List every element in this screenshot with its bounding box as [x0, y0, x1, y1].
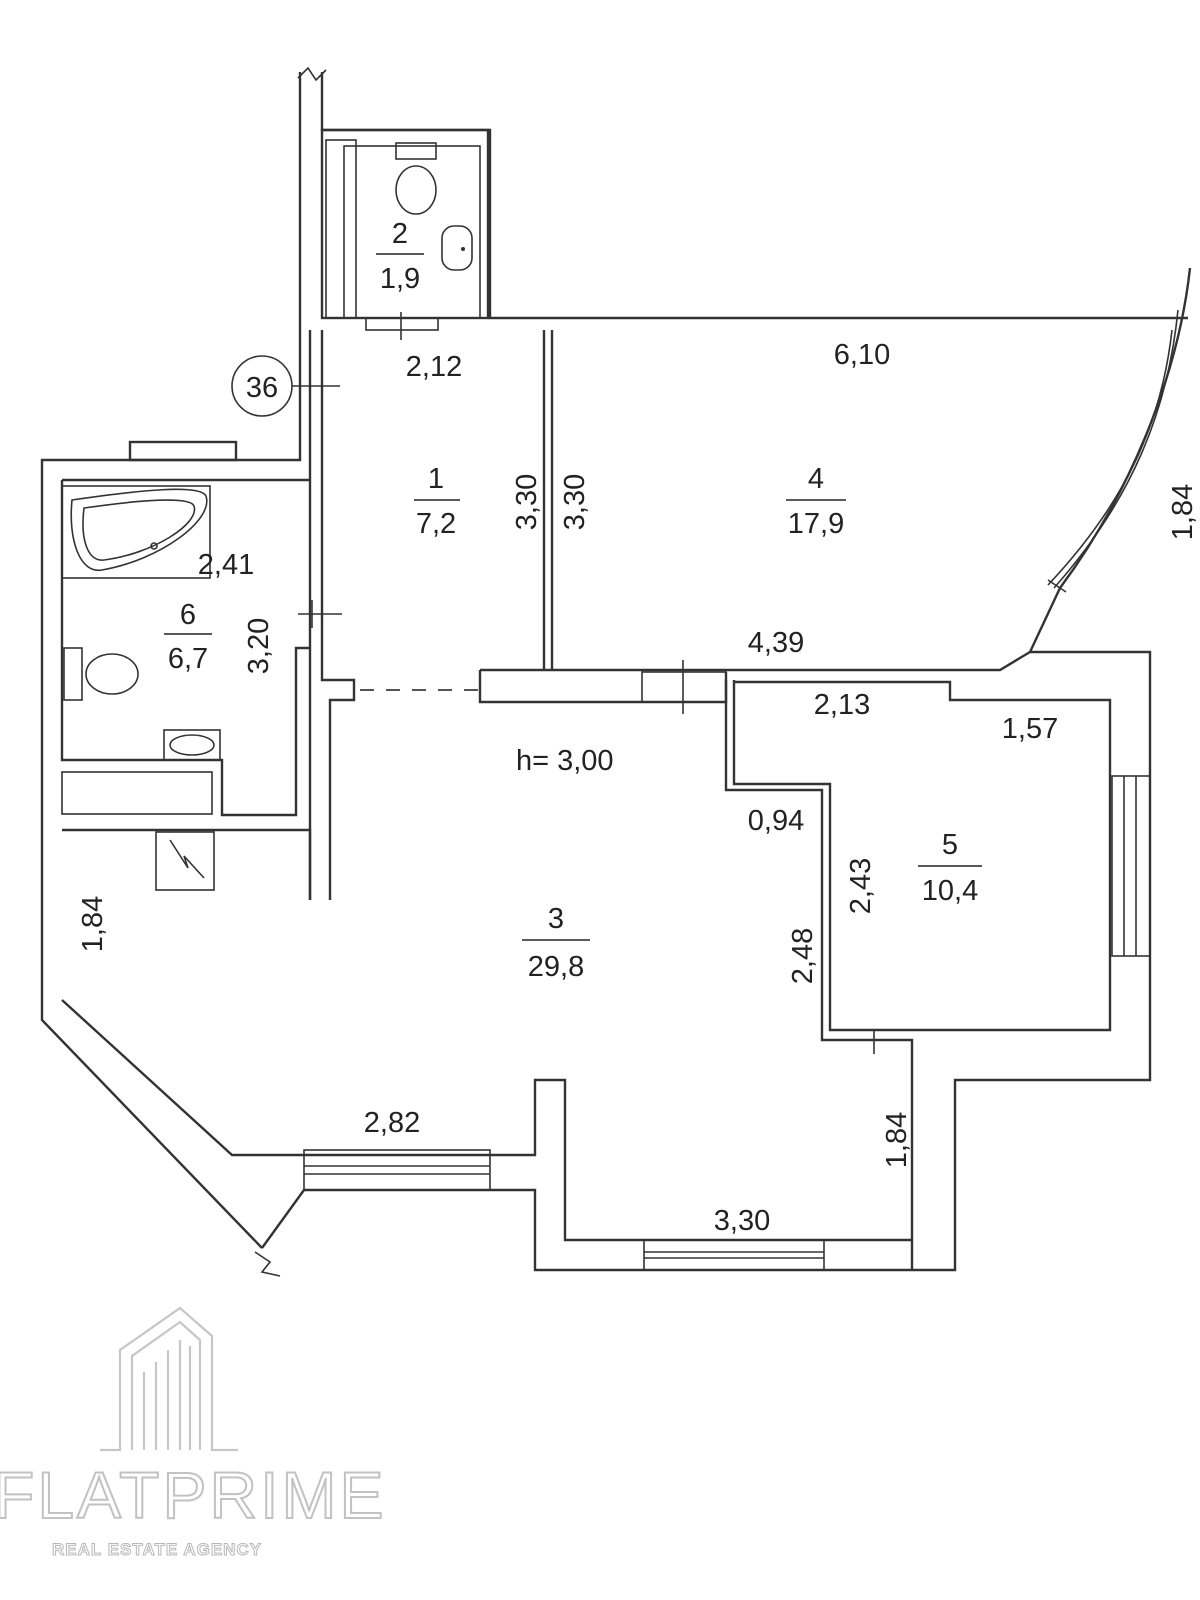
dim-2-41: 2,41	[198, 549, 254, 581]
dim-3-30-bottom: 3,30	[714, 1205, 770, 1237]
brand-name: FLATPRIME	[0, 1458, 387, 1532]
room-number-4: 4	[808, 463, 824, 495]
room-label-2: 2 1,9	[376, 218, 424, 295]
dim-1-57: 1,57	[1002, 713, 1058, 745]
brand-tagline: REAL ESTATE AGENCY	[51, 1540, 263, 1560]
dim-2-48: 2,48	[787, 928, 819, 984]
dim-1-84-right: 1,84	[1167, 484, 1199, 540]
dim-2-13: 2,13	[814, 689, 870, 721]
room-area-4: 17,9	[788, 508, 844, 540]
room-3-windows	[61, 999, 912, 1271]
axis-marker: 36	[231, 355, 340, 417]
room-6-bathroom	[60, 440, 342, 900]
building-logo-icon	[100, 1306, 238, 1452]
room-label-6: 6 6,7	[164, 599, 212, 675]
dimension-labels: 2,12 6,10 1,84 3,30 3,30 4,39 2,13 1,57 …	[77, 339, 1199, 1237]
dim-6-10: 6,10	[834, 339, 890, 371]
dim-4-39: 4,39	[748, 627, 804, 659]
room-2-wc	[320, 128, 490, 340]
dim-2-12: 2,12	[406, 351, 462, 383]
room-area-5: 10,4	[922, 875, 978, 907]
ceiling-height: h= 3,00	[516, 745, 614, 777]
room-area-1: 7,2	[416, 508, 456, 540]
dim-2-43: 2,43	[845, 858, 877, 914]
room-label-3: 3 29,8	[522, 903, 590, 983]
dim-3-20: 3,20	[243, 618, 275, 674]
room-area-2: 1,9	[380, 263, 420, 295]
room-number-1: 1	[428, 463, 444, 495]
dim-0-94: 0,94	[748, 805, 804, 837]
room-label-5: 5 10,4	[918, 829, 982, 907]
room-number-3: 3	[548, 903, 564, 935]
interior-walls	[308, 330, 1151, 1270]
room-label-4: 4 17,9	[786, 463, 846, 540]
room-number-6: 6	[180, 599, 196, 631]
axis-marker-label: 36	[246, 372, 278, 404]
dim-1-84-left: 1,84	[77, 896, 109, 952]
room-number-2: 2	[392, 218, 408, 250]
dim-2-82: 2,82	[364, 1107, 420, 1139]
dim-3-30-a: 3,30	[511, 474, 543, 530]
room-label-1: 1 7,2	[414, 463, 460, 540]
dim-1-84-bottom: 1,84	[881, 1112, 913, 1168]
outer-walls	[40, 66, 1192, 1277]
room-area-3: 29,8	[528, 951, 584, 983]
dim-3-30-b: 3,30	[559, 474, 591, 530]
room-number-5: 5	[942, 829, 958, 861]
room-area-6: 6,7	[168, 643, 208, 675]
